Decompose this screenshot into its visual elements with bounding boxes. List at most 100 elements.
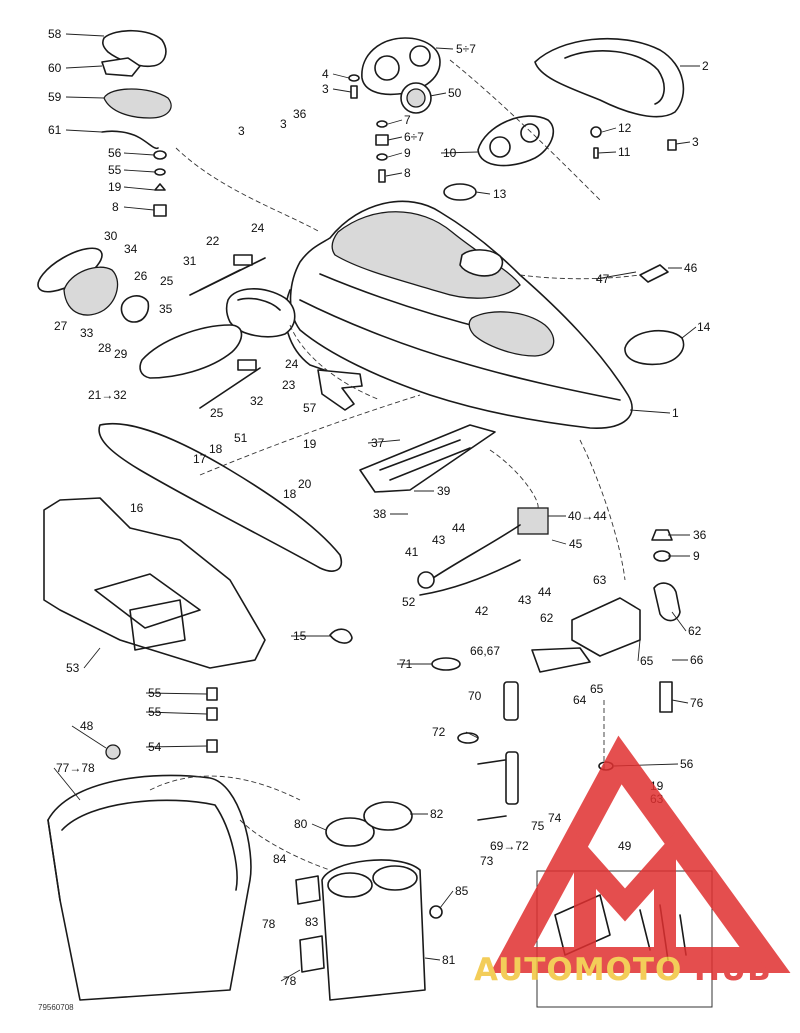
callout-c15: 15 bbox=[293, 629, 307, 643]
handle-part-62 bbox=[531, 647, 591, 673]
light-housing-part-26 bbox=[63, 266, 150, 323]
callout-c6667: 66,67 bbox=[470, 644, 500, 658]
hardware-stack-center bbox=[348, 74, 389, 183]
callout-c56b: 56 bbox=[680, 757, 694, 771]
callout-c21to32: 21→32 bbox=[88, 388, 127, 402]
callout-c63a: 63 bbox=[593, 573, 607, 587]
callout-c8a: 8 bbox=[112, 200, 119, 214]
callout-c33: 33 bbox=[80, 326, 94, 340]
callout-c77to78: 77→78 bbox=[56, 761, 95, 775]
callout-c7: 7 bbox=[404, 113, 411, 127]
callout-c56a: 56 bbox=[108, 146, 122, 160]
rail-part-37 bbox=[359, 424, 496, 493]
hull-body-part-1 bbox=[284, 200, 633, 429]
callout-c17: 17 bbox=[193, 452, 207, 466]
callout-c32: 32 bbox=[250, 394, 264, 408]
callout-c19b: 19 bbox=[303, 437, 317, 451]
callout-c69to72: 69→72 bbox=[490, 839, 529, 853]
callout-c11: 11 bbox=[618, 145, 631, 159]
callout-c70: 70 bbox=[468, 689, 482, 703]
callout-c83: 83 bbox=[305, 915, 319, 929]
callout-c65b: 65 bbox=[590, 682, 604, 696]
callout-c43b: 43 bbox=[518, 593, 532, 607]
dashed-reference-lines bbox=[149, 59, 641, 871]
hardware-stack-right bbox=[590, 126, 677, 159]
storage-bin-part-77-78 bbox=[47, 744, 252, 1001]
callout-c74: 74 bbox=[548, 811, 562, 825]
plate-part-59 bbox=[103, 88, 172, 119]
callout-c18b: 18 bbox=[283, 487, 297, 501]
watermark-text-automoto: AUTOMOTO bbox=[474, 952, 682, 988]
watermark-logo: AUTOMOTO HUB bbox=[474, 735, 791, 988]
callout-c27: 27 bbox=[54, 319, 68, 333]
callout-c80: 80 bbox=[294, 817, 308, 831]
callout-c4: 4 bbox=[322, 67, 329, 81]
callout-c85: 85 bbox=[455, 884, 469, 898]
callout-c34: 34 bbox=[124, 242, 138, 256]
callout-c40to44: 40→44 bbox=[568, 509, 607, 523]
console-box-part-81 bbox=[321, 859, 426, 1001]
drawing-code: 79560708 bbox=[38, 1003, 74, 1012]
callout-c38: 38 bbox=[373, 507, 387, 521]
callout-c3a: 3 bbox=[322, 82, 329, 96]
callout-c59: 59 bbox=[48, 90, 62, 104]
watermark-triangle bbox=[490, 735, 791, 973]
callout-c78b: 78 bbox=[283, 974, 297, 988]
callout-c22: 22 bbox=[206, 234, 220, 248]
cable-part-61 bbox=[101, 130, 159, 150]
callout-c76: 76 bbox=[690, 696, 704, 710]
callout-c84: 84 bbox=[273, 852, 287, 866]
callout-c52: 52 bbox=[402, 595, 416, 609]
leader-lines bbox=[53, 33, 700, 982]
callout-c57: 57 bbox=[303, 401, 317, 415]
callout-c55b: 55 bbox=[148, 686, 162, 700]
callout-c36a: 36 bbox=[293, 107, 307, 121]
callout-c66: 66 bbox=[690, 653, 704, 667]
hardware-stack-left bbox=[153, 150, 167, 217]
callout-c53: 53 bbox=[66, 661, 80, 675]
side-trim-part-16 bbox=[98, 423, 342, 572]
callout-c29: 29 bbox=[114, 347, 128, 361]
pad-part-83 bbox=[295, 875, 325, 973]
callout-c10: 10 bbox=[443, 146, 457, 160]
callout-c81: 81 bbox=[442, 953, 456, 967]
bottom-plate-part-53 bbox=[43, 497, 266, 669]
callout-c35: 35 bbox=[159, 302, 173, 316]
callout-c48: 48 bbox=[80, 719, 94, 733]
callout-c71: 71 bbox=[399, 657, 413, 671]
callout-c1: 1 bbox=[672, 406, 679, 420]
gauge-part-50 bbox=[400, 82, 432, 114]
callout-c26: 26 bbox=[134, 269, 148, 283]
callout-c14: 14 bbox=[697, 320, 711, 334]
callout-c30: 30 bbox=[104, 229, 118, 243]
callout-c51: 51 bbox=[234, 431, 248, 445]
callout-c45: 45 bbox=[569, 537, 583, 551]
callout-c24b: 24 bbox=[285, 357, 299, 371]
callout-c2: 2 bbox=[702, 59, 709, 73]
callout-c64: 64 bbox=[573, 693, 587, 707]
callout-c6to7: 6÷7 bbox=[404, 130, 424, 144]
callout-c18a: 18 bbox=[209, 442, 223, 456]
callout-c31: 31 bbox=[183, 254, 197, 268]
watermark-m-mark bbox=[574, 831, 676, 950]
gauge-panel-part-5-7 bbox=[361, 37, 441, 96]
callout-c44a: 44 bbox=[452, 521, 466, 535]
callout-c3b: 3 bbox=[692, 135, 699, 149]
callout-c58: 58 bbox=[48, 27, 62, 41]
callout-c19a: 19 bbox=[108, 180, 122, 194]
callout-c3c: 3 bbox=[238, 124, 245, 138]
callout-c25b: 25 bbox=[210, 406, 224, 420]
trim-ring-part-10 bbox=[477, 115, 554, 167]
bracket-part-60 bbox=[101, 57, 141, 77]
callout-c41: 41 bbox=[405, 545, 419, 559]
callout-c28: 28 bbox=[98, 341, 112, 355]
callout-c24a: 24 bbox=[251, 221, 265, 235]
callout-c5to7: 5÷7 bbox=[456, 42, 476, 56]
callout-c44b: 44 bbox=[538, 585, 552, 599]
deflector-part-2 bbox=[534, 37, 685, 118]
callout-c49: 49 bbox=[618, 839, 632, 853]
shock-part-70 bbox=[477, 681, 519, 821]
callout-c65: 65 bbox=[640, 654, 654, 668]
callout-c62a: 62 bbox=[540, 611, 554, 625]
